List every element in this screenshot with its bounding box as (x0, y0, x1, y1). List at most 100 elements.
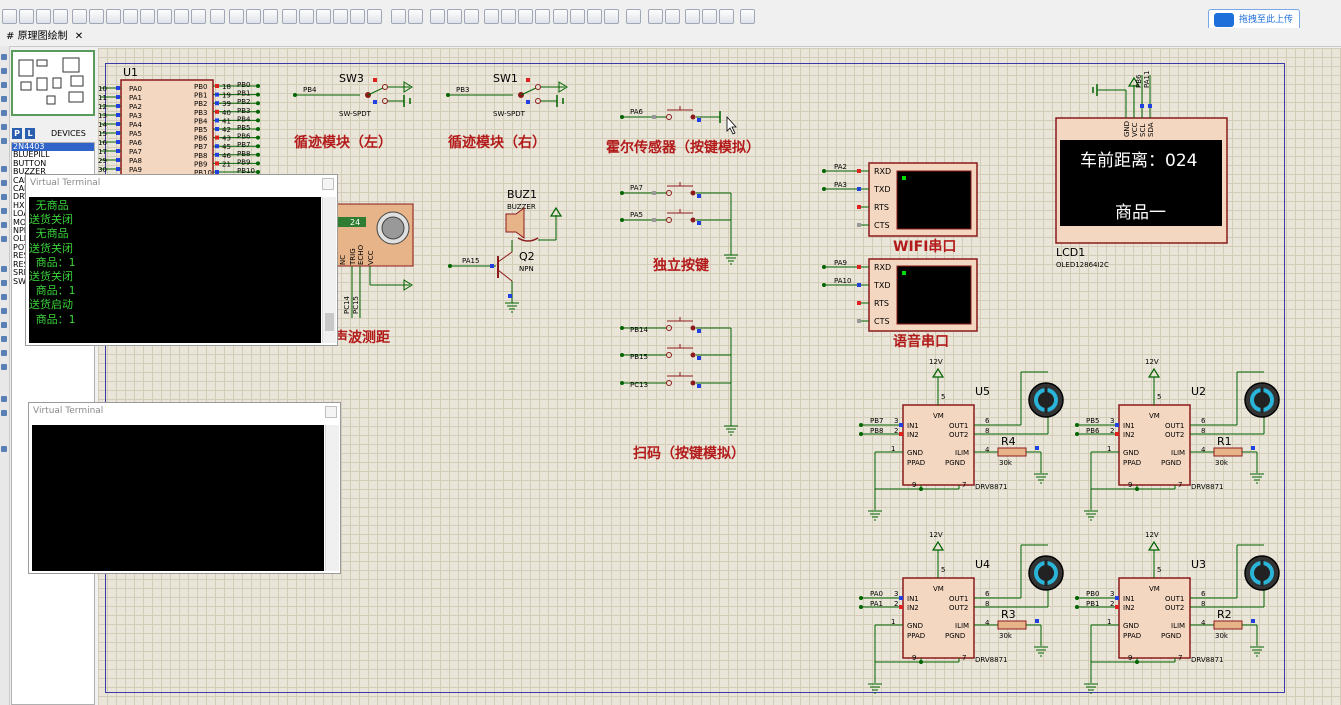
3d-icon[interactable] (140, 9, 155, 24)
refresh-icon[interactable] (229, 9, 244, 24)
report-icon[interactable] (740, 9, 755, 24)
wire-label-icon[interactable] (1, 96, 7, 102)
transistor-q2[interactable]: Q2 NPN PA15 (448, 250, 535, 313)
subcircuit-icon[interactable] (1, 138, 7, 144)
upload-button[interactable]: 拖拽至此上传 (1208, 9, 1300, 31)
device-item[interactable]: RES (13, 260, 29, 269)
bus-icon[interactable] (1, 124, 7, 130)
pick-device-icon[interactable] (553, 9, 568, 24)
wire-autoroute-icon[interactable] (626, 9, 641, 24)
device-item[interactable]: SW- (13, 277, 29, 286)
make-device-icon[interactable] (570, 9, 585, 24)
device-item[interactable]: MOT (13, 218, 32, 227)
independent-keys[interactable]: PA7 PA5 独立按键 (620, 182, 739, 274)
help-icon[interactable] (210, 9, 225, 24)
device-item[interactable]: LOA (13, 210, 29, 219)
search-icon[interactable] (648, 9, 663, 24)
instrument-icon[interactable] (1, 236, 7, 242)
scan-key-pb15[interactable]: PB15 (620, 344, 731, 361)
path-icon[interactable] (1, 322, 7, 328)
circle-icon[interactable] (1, 294, 7, 300)
device-item[interactable]: BLUEPILL (13, 151, 50, 160)
exit-parent-icon[interactable] (719, 9, 734, 24)
zoom-area-icon[interactable] (367, 9, 382, 24)
package-icon[interactable] (587, 9, 602, 24)
switch-sw3[interactable]: SW3 PB4 SW-SPDT 循迹模块（左） (293, 72, 413, 151)
cut-icon[interactable] (430, 9, 445, 24)
generator-icon[interactable] (1, 208, 7, 214)
graph-mode-icon[interactable] (1, 194, 7, 200)
overview-window[interactable] (11, 50, 95, 116)
origin-icon[interactable] (263, 9, 278, 24)
pick-devices-button[interactable]: P (12, 128, 22, 139)
block-copy-icon[interactable] (484, 9, 499, 24)
zoom-in-icon[interactable] (316, 9, 331, 24)
box-icon[interactable] (1, 280, 7, 286)
text-icon[interactable] (1, 336, 7, 342)
redo-icon[interactable] (408, 9, 423, 24)
terminal-1-close-button[interactable] (322, 178, 334, 190)
line-icon[interactable] (1, 266, 7, 272)
probe-icon[interactable] (1, 222, 7, 228)
text-script-icon[interactable] (1, 110, 7, 116)
notes-icon[interactable] (191, 9, 206, 24)
decompose-icon[interactable] (604, 9, 619, 24)
device-item[interactable]: OLE (13, 235, 29, 244)
device-item[interactable]: POT (13, 243, 30, 252)
bom-icon[interactable] (157, 9, 172, 24)
import-icon[interactable] (53, 9, 68, 24)
pcb-icon[interactable] (106, 9, 121, 24)
block-rotate-icon[interactable] (518, 9, 533, 24)
device-item[interactable]: CAP (13, 176, 29, 185)
pin-mode-icon[interactable] (1, 180, 7, 186)
key-pa7[interactable]: PA7 (620, 182, 731, 198)
play-icon[interactable] (1, 446, 7, 452)
voice-serial[interactable]: RXD TXD RTS CTS PA9 PA10 语音串口 (822, 258, 978, 350)
gerber-icon[interactable] (123, 9, 138, 24)
block-delete-icon[interactable] (535, 9, 550, 24)
terminal-1-scrollbar[interactable] (322, 197, 336, 343)
device-item[interactable]: NPN (13, 227, 30, 236)
hall-sensor-button[interactable]: PA6 霍尔传感器（按键模拟） (606, 106, 760, 156)
device-item[interactable]: BUZZER (13, 168, 46, 177)
terminal-1-scroll-thumb[interactable] (325, 313, 334, 331)
rotate-icon[interactable] (1, 396, 7, 402)
device-item[interactable]: HX7 (13, 201, 30, 210)
new-file-icon[interactable] (2, 9, 17, 24)
device-item[interactable]: CAP (13, 185, 29, 194)
terminal-2-scrollbar[interactable] (325, 425, 339, 571)
scan-keys[interactable]: PB14 PB15 PC13 扫码（按键模拟） (620, 317, 745, 462)
device-item[interactable]: BUTTON (13, 159, 47, 168)
crosshair-icon[interactable] (282, 9, 297, 24)
lcd-oled[interactable]: 车前距离：024 商品一 LCD1 OLED12864I2C GND VCC S… (1055, 71, 1228, 269)
terminal-2-close-button[interactable] (325, 406, 337, 418)
key-pa5[interactable]: PA5 (620, 209, 731, 225)
grid-icon[interactable] (246, 9, 261, 24)
copy-icon[interactable] (447, 9, 462, 24)
home-icon[interactable] (72, 9, 87, 24)
component-mode-icon[interactable] (1, 68, 7, 74)
device-item[interactable]: 2N4403 (12, 143, 94, 152)
ultrasonic-module[interactable]: 24 NC TRIG ECHO VCC PC14 PC15 声波测距 (333, 203, 414, 346)
undo-icon[interactable] (391, 9, 406, 24)
close-tab-icon[interactable]: ✕ (74, 31, 84, 42)
buzzer-buz1[interactable]: BUZ1 BUZZER (505, 188, 562, 252)
paste-icon[interactable] (464, 9, 479, 24)
marker-icon[interactable] (1, 364, 7, 370)
symbol-icon[interactable] (1, 350, 7, 356)
schematic-icon[interactable] (89, 9, 104, 24)
wifi-serial[interactable]: RXD TXD RTS CTS PA2 PA3 WIFI串口 (822, 162, 978, 255)
scan-key-pc13[interactable]: PC13 (620, 372, 731, 389)
mirror-icon[interactable] (1, 410, 7, 416)
library-manager-button[interactable]: L (25, 128, 35, 139)
remove-sheet-icon[interactable] (702, 9, 717, 24)
zoom-out-icon[interactable] (333, 9, 348, 24)
device-item[interactable]: RES (13, 252, 29, 261)
device-item[interactable]: DRV (13, 193, 30, 202)
